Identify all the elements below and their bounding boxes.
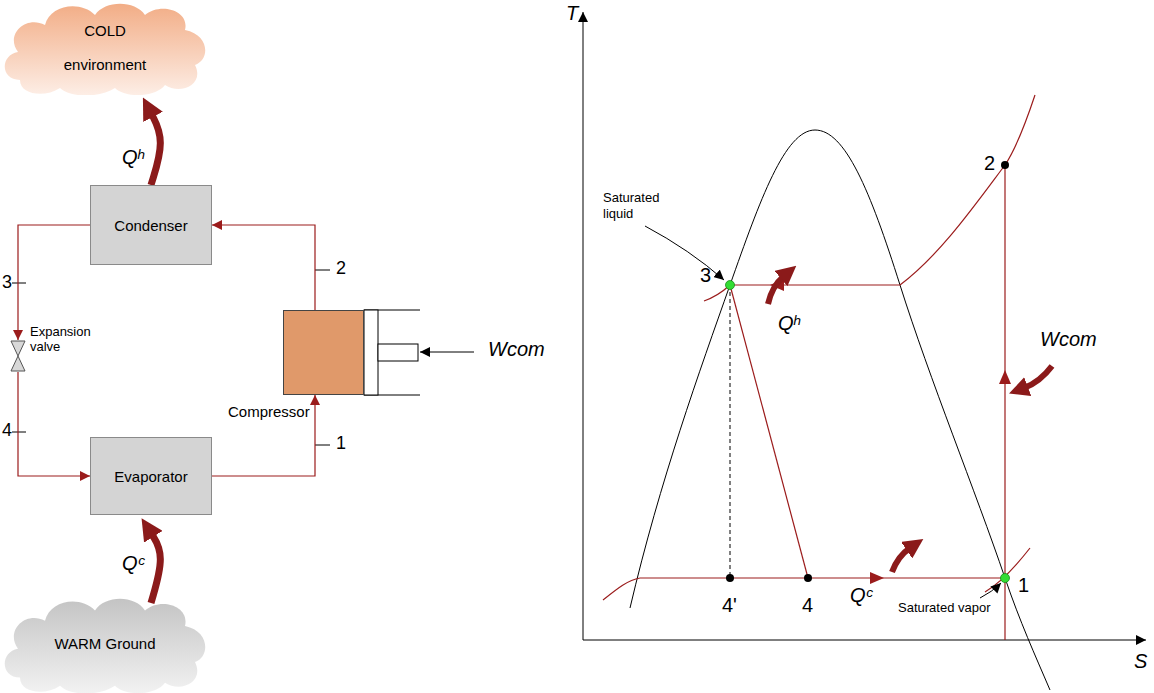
leader-line — [980, 583, 1001, 598]
state-point — [726, 281, 735, 290]
heat-label: Qʰ — [122, 146, 144, 169]
cloud-outline — [5, 4, 205, 95]
t-axis — [583, 12, 584, 640]
isobar — [603, 578, 640, 600]
evaporation-line — [640, 577, 1005, 578]
box-label: Condenser — [114, 217, 187, 234]
work-arrow — [420, 352, 474, 353]
state-number: 3 — [700, 264, 711, 287]
state-number: 4 — [802, 594, 813, 617]
cold-environment-cloud: COLD environment — [0, 0, 210, 95]
piston — [364, 310, 420, 395]
state-number: 2 — [984, 152, 995, 175]
expansion-valve: Expansion valve — [8, 340, 28, 372]
flow-arrowhead — [999, 370, 1011, 384]
state-number: 4 — [2, 420, 12, 441]
heat-label: Qᶜ — [122, 552, 145, 575]
refrigerant-pipe — [212, 395, 315, 476]
cloud-shape — [0, 0, 210, 95]
heat-label: Qᶜ — [850, 584, 873, 607]
tick — [12, 432, 26, 433]
work-arrow — [1024, 366, 1052, 388]
throttling-line — [730, 285, 808, 578]
state-number: 4' — [722, 594, 737, 617]
state-point — [804, 574, 812, 582]
piston-head — [364, 310, 378, 395]
ts-diagram — [583, 12, 1146, 690]
compression-line — [1004, 165, 1005, 640]
refrigerant-pipe — [18, 225, 90, 340]
box-label: Compressor — [228, 403, 310, 420]
condenser-box: Condenser — [90, 185, 212, 265]
axis-label: T — [566, 2, 578, 25]
cloud-label: WARM Ground — [45, 627, 165, 661]
cloud-outline — [5, 599, 205, 693]
dashed-isentrope — [730, 285, 731, 578]
tick — [12, 283, 26, 284]
state-number: 1 — [336, 433, 346, 454]
axis-label: S — [1134, 650, 1147, 673]
cycle-lines — [603, 95, 1035, 640]
state-number: 1 — [1018, 574, 1029, 597]
heat-flow-arrow — [151, 533, 160, 603]
state-number: 3 — [2, 272, 12, 293]
state-point — [1001, 161, 1009, 169]
valve-label: Expansion valve — [30, 324, 102, 354]
cloud-label: COLD environment — [45, 14, 165, 82]
state-point — [726, 574, 734, 582]
work-label: Wcom — [1040, 328, 1097, 351]
evaporator-box: Evaporator — [90, 437, 212, 515]
superheat-isobar — [900, 95, 1035, 285]
heat-arrow — [768, 276, 784, 304]
piston-rod — [378, 344, 418, 361]
leader-line — [645, 226, 724, 280]
heat-arrow — [892, 548, 910, 572]
box-label: Evaporator — [114, 468, 187, 485]
refrigerant-pipe — [212, 225, 315, 310]
tick — [315, 445, 330, 446]
compressor-box: Compressor — [283, 310, 364, 395]
flow-arrowhead — [870, 572, 884, 584]
work-label: Wcom — [488, 338, 545, 361]
tick — [315, 270, 330, 271]
heat-label: Qʰ — [778, 312, 800, 335]
callout-label: Saturated liquid — [603, 190, 665, 222]
state-point — [1001, 574, 1010, 583]
callout-label: Saturated vapor — [898, 600, 991, 615]
refrigerant-pipe — [18, 372, 90, 476]
heat-arrows — [768, 276, 1052, 572]
warm-ground-cloud: WARM Ground — [0, 595, 210, 693]
saturation-dome — [630, 130, 1050, 690]
valve-symbol — [8, 340, 28, 372]
state-number: 2 — [336, 258, 346, 279]
condensation-line — [730, 284, 900, 285]
heat-flow-arrow — [151, 113, 160, 185]
s-axis — [583, 640, 1146, 641]
